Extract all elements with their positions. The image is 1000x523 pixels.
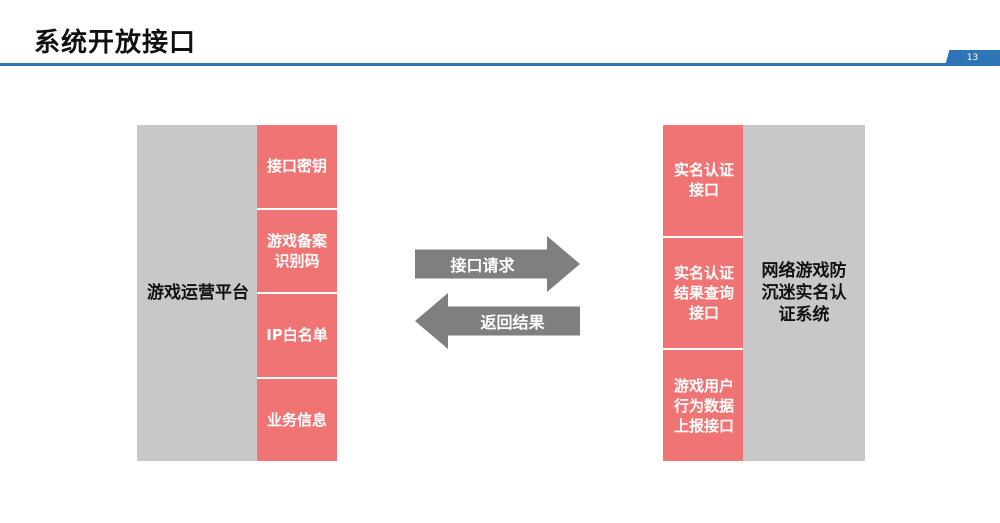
system-item-auth-api: 实名认证接口 — [663, 125, 745, 236]
page-number-badge: 13 — [945, 50, 1000, 66]
response-arrow-label: 返回结果 — [480, 313, 545, 332]
game-platform-box: 游戏运营平台 — [137, 125, 259, 461]
game-platform-label: 游戏运营平台 — [147, 283, 249, 303]
auth-system-box: 网络游戏防沉迷实名认证系统 — [743, 125, 865, 461]
platform-item-ip-whitelist: IP白名单 — [257, 292, 337, 377]
header-divider — [0, 63, 1000, 66]
auth-system-label: 网络游戏防沉迷实名认证系统 — [761, 261, 847, 325]
system-items-column: 实名认证接口 实名认证结果查询接口 游戏用户行为数据上报接口 — [663, 125, 745, 462]
platform-item-game-filing-code: 游戏备案识别码 — [257, 207, 337, 292]
platform-item-api-key: 接口密钥 — [257, 125, 337, 208]
page-title: 系统开放接口 — [34, 28, 197, 58]
system-item-behavior-report-api: 游戏用户行为数据上报接口 — [663, 348, 745, 462]
request-arrow: 接口请求 — [415, 236, 580, 292]
response-arrow: 返回结果 — [415, 293, 580, 349]
system-item-auth-query-api: 实名认证结果查询接口 — [663, 235, 745, 349]
platform-item-business-info: 业务信息 — [257, 376, 337, 461]
platform-items-column: 接口密钥 游戏备案识别码 IP白名单 业务信息 — [257, 125, 337, 461]
request-arrow-label: 接口请求 — [450, 256, 515, 275]
